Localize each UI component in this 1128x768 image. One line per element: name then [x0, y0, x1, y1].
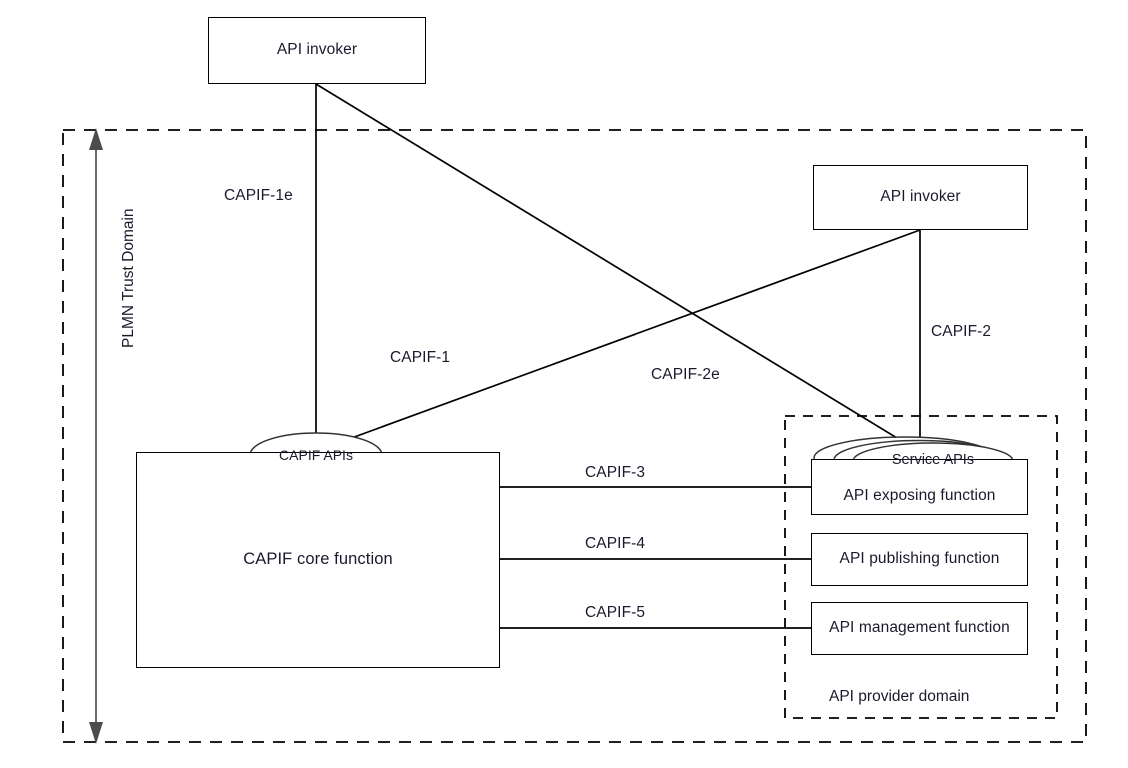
node-api-exposing-function-label: API exposing function: [843, 487, 996, 505]
interface-label-capif-2e: CAPIF-2e: [651, 366, 720, 383]
interface-label-capif-1e: CAPIF-1e: [224, 187, 293, 204]
interface-label-capif-2: CAPIF-2: [931, 323, 992, 340]
node-api-exposing-function[interactable]: API exposing function: [811, 459, 1028, 515]
interface-label-capif-1: CAPIF-1: [390, 349, 451, 366]
api-provider-domain-label: API provider domain: [829, 688, 970, 705]
node-capif-core-function[interactable]: CAPIF core function: [136, 452, 500, 668]
node-api-publishing-function-label: API publishing function: [839, 550, 1000, 568]
node-api-invoker-internal-label: API invoker: [880, 188, 961, 206]
capif-apis-label: CAPIF APIs: [279, 447, 353, 463]
connector-capif-1: [315, 229, 921, 452]
interface-label-capif-4: CAPIF-4: [585, 535, 646, 552]
node-api-invoker-external[interactable]: API invoker: [208, 17, 426, 84]
plmn-trust-domain-arrow: [89, 128, 103, 744]
service-apis-label: Service APIs: [891, 452, 975, 468]
node-api-management-function[interactable]: API management function: [811, 602, 1028, 655]
node-api-publishing-function[interactable]: API publishing function: [811, 533, 1028, 586]
node-api-invoker-internal[interactable]: API invoker: [813, 165, 1028, 230]
node-capif-core-function-label: CAPIF core function: [243, 550, 393, 569]
node-api-management-function-label: API management function: [829, 619, 1010, 637]
node-api-invoker-external-label: API invoker: [276, 41, 358, 59]
connector-capif-2e: [315, 83, 921, 453]
plmn-trust-domain-boundary: [62, 129, 1087, 743]
api-provider-domain-boundary: [784, 415, 1058, 719]
interface-label-capif-5: CAPIF-5: [585, 604, 646, 621]
plmn-trust-domain-label: PLMN Trust Domain: [120, 208, 137, 348]
interface-label-capif-3: CAPIF-3: [585, 464, 646, 481]
